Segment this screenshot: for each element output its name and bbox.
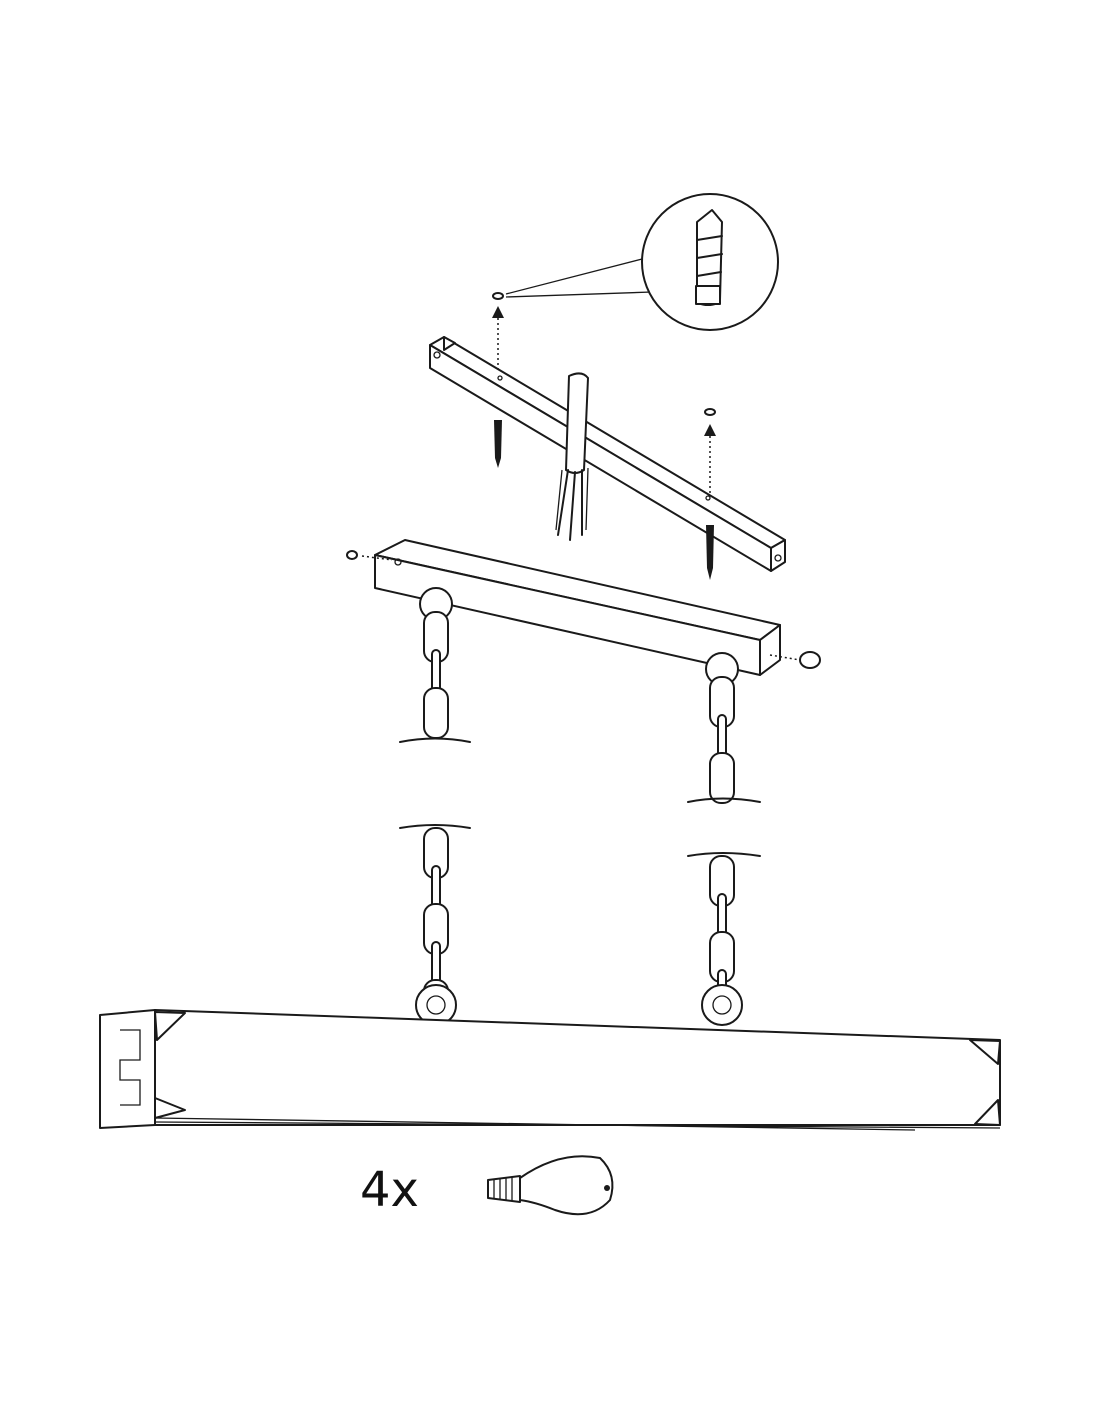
ceiling-canopy-box [374, 539, 781, 676]
chain-ring-inner [426, 995, 446, 1015]
power-cable [555, 372, 589, 541]
bulb-quantity-label: 4x [360, 1162, 419, 1218]
washer-icon [492, 292, 504, 300]
chain-link [423, 687, 449, 739]
wall-plug-detail-callout [505, 193, 779, 331]
chain-link [709, 752, 735, 804]
washer-icon [704, 408, 716, 416]
wall-plug-icon [695, 209, 723, 306]
chain-break-marks [399, 737, 761, 857]
side-screw-icon [346, 550, 821, 669]
light-bulb-icon [487, 1155, 614, 1216]
mounting-bracket [429, 336, 786, 572]
screw-icon [706, 525, 714, 580]
chain-ring-inner [712, 995, 732, 1015]
screw-icon [494, 420, 502, 468]
lamp-beam [99, 1009, 1001, 1131]
chain-ring [701, 984, 743, 1026]
